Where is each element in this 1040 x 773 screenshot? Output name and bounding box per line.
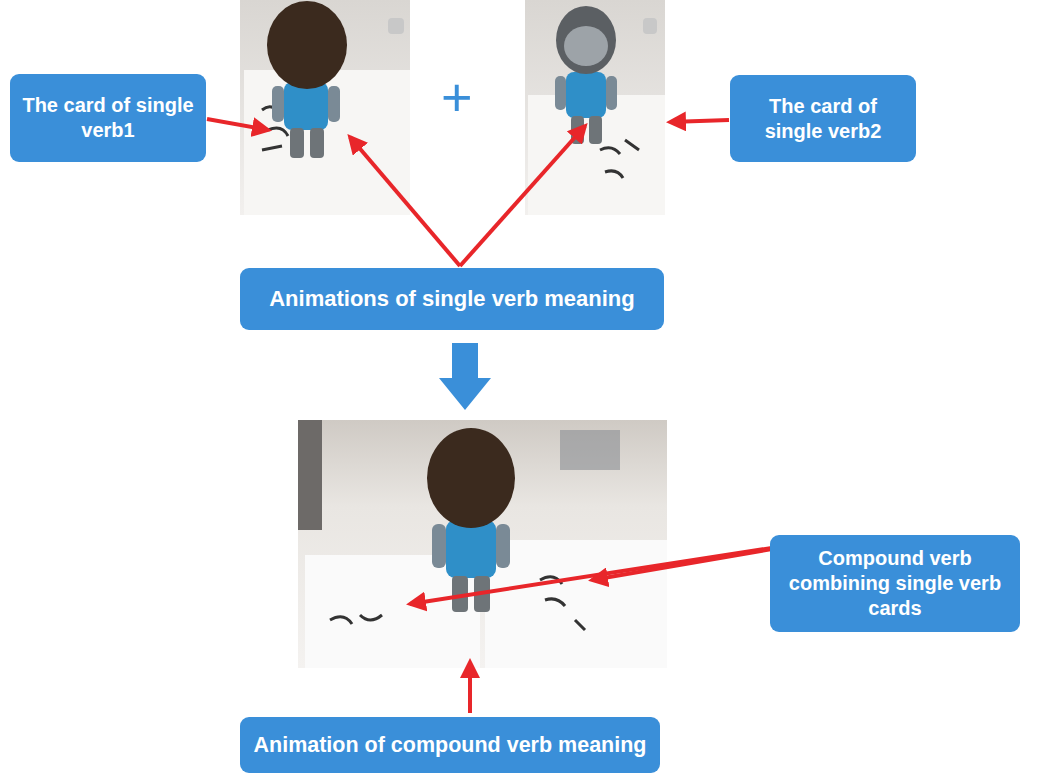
down-arrow — [439, 343, 491, 410]
photo-compound-verb — [298, 420, 667, 668]
photo-single-verb2 — [525, 0, 665, 215]
leader-arrows — [207, 119, 842, 713]
callout-text: Compound verb combining single verb card… — [782, 546, 1008, 621]
callout-text: The card of single verb2 — [742, 94, 904, 144]
callout-box: The card of single verb1 — [10, 74, 206, 162]
callout-text: The card of single verb1 — [22, 93, 194, 143]
photo-single-verb1 — [240, 0, 410, 215]
callout-box: Animations of single verb meaning — [240, 268, 664, 330]
callout-text: Animations of single verb meaning — [269, 285, 635, 313]
callout-box: Animation of compound verb meaning — [240, 717, 660, 773]
callout-box: The card of single verb2 — [730, 75, 916, 162]
callout-box: Compound verb combining single verb card… — [770, 535, 1020, 632]
plus-sign: + — [441, 70, 473, 124]
callout-text: Animation of compound verb meaning — [254, 732, 647, 759]
